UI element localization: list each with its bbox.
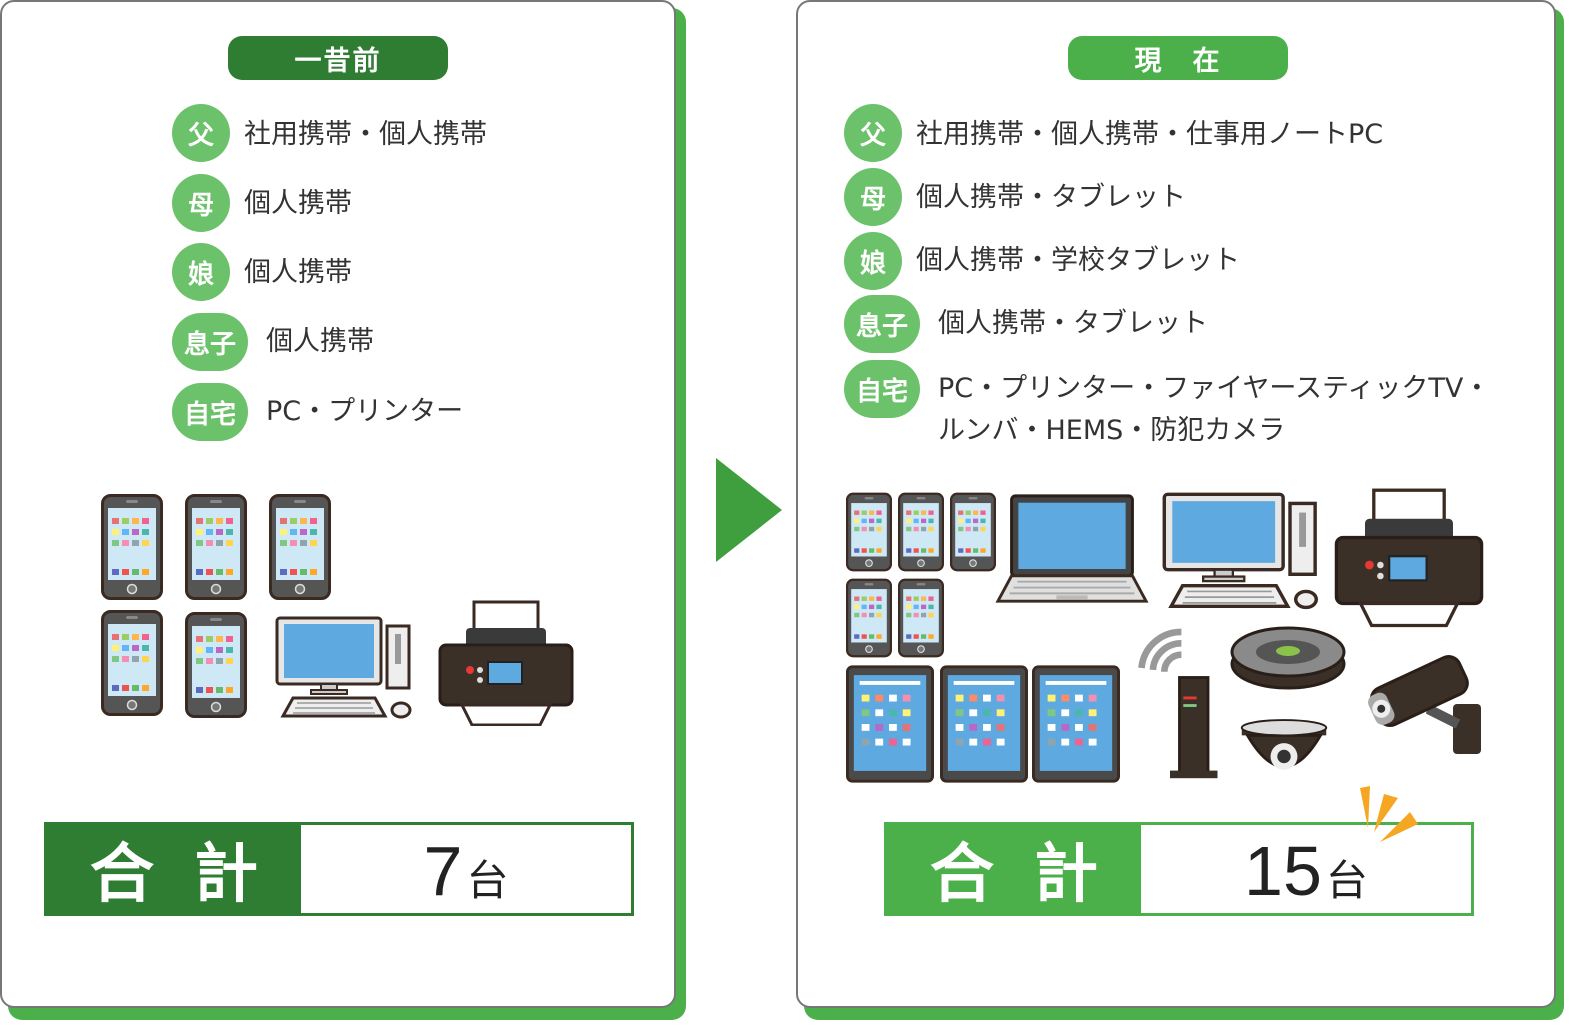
right-row-home-text: PC・プリンター・ファイヤースティックTV・	[938, 373, 1491, 404]
left-panel: 一昔前 父 社用携帯・個人携帯 母 個人携帯 娘 個人携帯 息子 個人携帯 自宅…	[0, 0, 676, 1008]
left-row-home-text: PC・プリンター	[266, 396, 464, 427]
tablet-icon	[940, 665, 1028, 783]
desktop-pc-icon	[275, 616, 412, 719]
right-row-son-text: 個人携帯・タブレット	[938, 308, 1208, 339]
smartphone-icon	[185, 612, 247, 718]
smartphone-icon	[898, 578, 944, 658]
dome-camera-icon	[1240, 718, 1328, 772]
left-total-label: 合計	[47, 825, 301, 913]
right-total-value: 15 台	[1141, 825, 1471, 913]
laptop-icon	[996, 494, 1148, 603]
printer-icon	[438, 600, 574, 726]
left-row-father-text: 社用携帯・個人携帯	[244, 119, 487, 150]
badge-daughter: 娘	[172, 243, 230, 301]
security-camera-icon	[1364, 653, 1481, 754]
smartphone-icon	[846, 578, 892, 658]
smartphone-icon	[950, 492, 996, 572]
desktop-pc-icon	[1162, 492, 1319, 610]
left-total-value: 7 台	[301, 825, 631, 913]
emphasis-burst-icon	[1360, 786, 1418, 842]
badge-home: 自宅	[844, 360, 920, 418]
left-total: 合計 7 台	[44, 822, 634, 916]
right-row-father-text: 社用携帯・個人携帯・仕事用ノートPC	[916, 119, 1384, 150]
right-title: 現 在	[1068, 36, 1288, 80]
right-panel: 現 在 父 社用携帯・個人携帯・仕事用ノートPC 母 個人携帯・タブレット 娘 …	[796, 0, 1556, 1008]
badge-home: 自宅	[172, 383, 248, 441]
left-total-number: 7	[423, 832, 463, 910]
left-total-unit: 台	[466, 856, 509, 905]
right-total-label: 合計	[887, 825, 1141, 913]
right-devices-illustration	[846, 488, 1494, 783]
smartphone-icon	[185, 494, 247, 600]
right-total-number: 15	[1244, 832, 1322, 910]
left-row-mother-text: 個人携帯	[244, 188, 352, 219]
smartphone-icon	[898, 492, 944, 572]
badge-son: 息子	[844, 295, 920, 353]
printer-icon	[1334, 488, 1484, 628]
right-row-mother-text: 個人携帯・タブレット	[916, 182, 1186, 213]
badge-father: 父	[172, 104, 230, 162]
smartphone-icon	[269, 494, 331, 600]
smartphone-icon	[846, 492, 892, 572]
badge-mother: 母	[172, 174, 230, 232]
right-total: 合計 15 台	[884, 822, 1474, 916]
left-row-daughter-text: 個人携帯	[244, 257, 352, 288]
arrow-icon	[716, 458, 782, 562]
right-row-home-text-2: ルンバ・HEMS・防犯カメラ	[938, 415, 1286, 446]
smartphone-icon	[101, 494, 163, 600]
wifi-router-icon	[1142, 632, 1218, 778]
left-title: 一昔前	[228, 36, 448, 80]
tablet-icon	[1032, 665, 1120, 783]
right-row-daughter-text: 個人携帯・学校タブレット	[916, 245, 1240, 276]
badge-son: 息子	[172, 313, 248, 371]
badge-mother: 母	[844, 168, 902, 226]
smartphone-icon	[101, 610, 163, 716]
right-total-unit: 台	[1325, 856, 1368, 905]
badge-father: 父	[844, 104, 902, 162]
left-devices-illustration	[101, 494, 574, 726]
tablet-icon	[846, 665, 934, 783]
robot-vacuum-icon	[1230, 626, 1346, 690]
left-row-son-text: 個人携帯	[266, 326, 374, 357]
badge-daughter: 娘	[844, 232, 902, 290]
